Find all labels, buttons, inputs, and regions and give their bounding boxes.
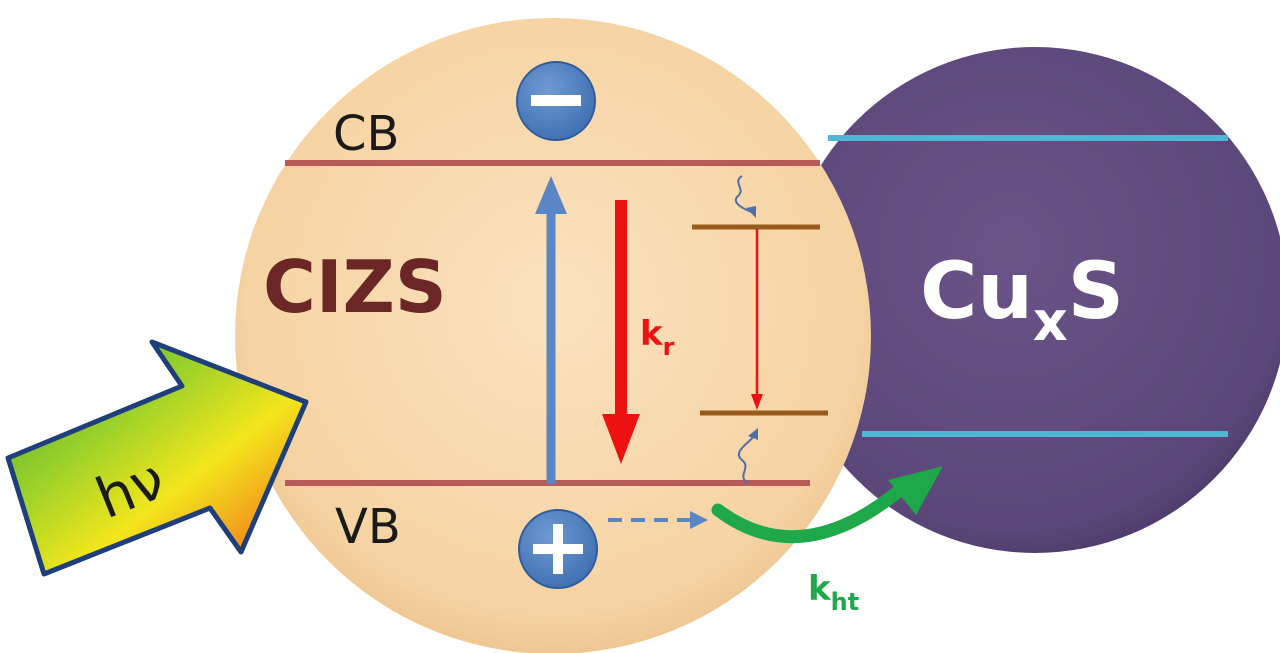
hole-plus-icon (518, 509, 598, 589)
kht-label: kht (808, 569, 859, 616)
cizs-label: CIZS (263, 245, 447, 329)
electron-trapping-wavy-arrow (734, 175, 756, 218)
cuxs-sphere (782, 47, 1280, 553)
photon-arrow: hν (5, 339, 309, 577)
excitation-arrow (535, 176, 567, 484)
cuxs-label: CuxS (920, 247, 1124, 353)
cb-label: CB (333, 106, 399, 162)
hole-trapping-wavy-arrow (737, 428, 758, 484)
recombination-arrow (602, 200, 640, 464)
trap-emission-arrow (751, 229, 763, 410)
hole-transfer-arrow (711, 466, 943, 544)
hole-dashed-arrow (608, 511, 708, 529)
kr-label: kr (640, 314, 675, 361)
electron-minus-icon (516, 61, 596, 141)
vb-label: VB (335, 499, 401, 555)
